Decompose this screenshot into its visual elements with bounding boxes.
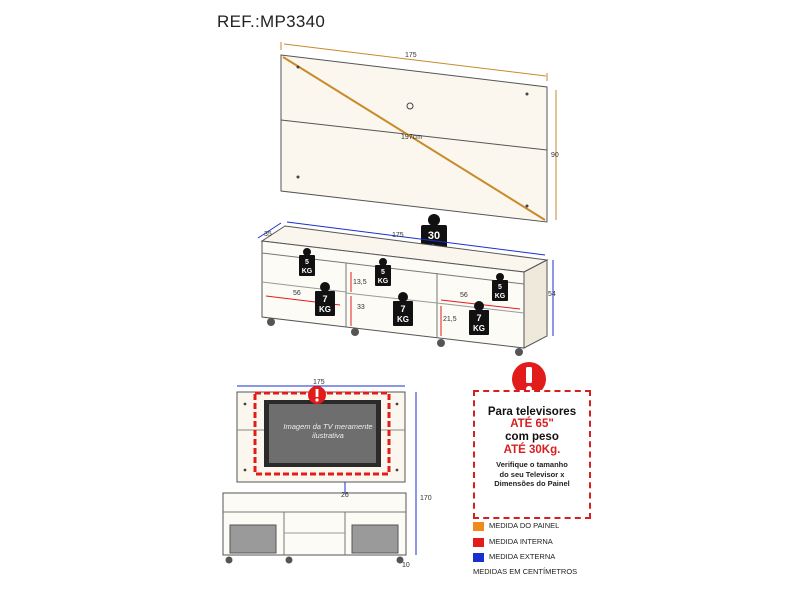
inner-middle-bottom-height: 33	[357, 304, 365, 311]
inner-right-width: 56	[460, 292, 468, 299]
shelf-load-badge: 5 KG	[375, 258, 391, 286]
legend-label: MEDIDA EXTERNA	[489, 552, 556, 561]
drawer-load-unit: KG	[319, 305, 331, 314]
legend-item-panel: MEDIDA DO PAINEL	[473, 521, 559, 531]
panel-height-label: 90	[551, 152, 559, 159]
tv-warning-box: Para televisores ATÉ 65" com peso ATÉ 30…	[473, 390, 591, 519]
drawer-load-badge: 7 KG	[469, 301, 489, 335]
shelf-load-badge: 5 KG	[299, 248, 315, 276]
rack-depth-label: 35	[264, 231, 272, 238]
rack-height-label: 54	[548, 291, 556, 298]
warning-note: Verifique o tamanho do seu Televisor x D…	[494, 460, 570, 488]
legend-swatch	[473, 552, 484, 562]
legend-swatch	[473, 521, 484, 531]
drawer-load-unit: KG	[397, 315, 409, 324]
warning-icon	[308, 386, 326, 404]
shelf-load-value: 5	[305, 259, 309, 266]
assembly-height-label: 170	[420, 495, 432, 502]
rack-width-label: 175	[392, 232, 404, 239]
inner-right-height: 21,5	[443, 316, 457, 323]
inner-middle-top-height: 13,5	[353, 279, 367, 286]
rack-drawing: 175 35 54 56 56 13,5 33 21,5	[257, 221, 556, 356]
legend-swatch	[473, 537, 484, 547]
legend-item-external: MEDIDA EXTERNA	[473, 552, 555, 562]
assembly-drawing: 175 26 170 10	[222, 379, 432, 569]
panel-width-label: 175	[405, 52, 417, 59]
shelf-load-unit: KG	[378, 278, 389, 285]
reference-code: REF.:MP3340	[217, 12, 326, 31]
top-load-value: 30	[428, 230, 440, 242]
warning-line-2: ATÉ 65"	[510, 418, 554, 430]
legend-label: MEDIDA DO PAINEL	[489, 521, 560, 530]
shelf-load-value: 5	[381, 269, 385, 276]
panel-diagonal-label: 197cm	[401, 134, 422, 141]
legend-units: MEDIDAS EM CENTÍMETROS	[473, 567, 578, 576]
drawer-load-value: 7	[400, 304, 405, 314]
warning-line-3: com peso	[505, 431, 559, 443]
shelf-load-value: 5	[498, 284, 502, 291]
drawer-load-value: 7	[322, 294, 327, 304]
drawer-load-badge: 7 KG	[315, 282, 335, 316]
drawer-load-value: 7	[476, 313, 481, 323]
drawer-load-unit: KG	[473, 324, 485, 333]
legend-label: MEDIDA INTERNA	[489, 537, 553, 546]
assembly-gap-label: 26	[341, 492, 349, 499]
shelf-load-unit: KG	[302, 268, 313, 275]
shelf-load-unit: KG	[495, 293, 506, 300]
assembly-width-label: 175	[313, 379, 325, 386]
panel-drawing: 175 90 197cm	[280, 42, 559, 223]
drawer-load-badge: 7 KG	[393, 292, 413, 326]
tv-caption: Imagem da TV meramente ilustrativa	[283, 422, 373, 440]
warning-line-1: Para televisores	[487, 406, 577, 418]
shelf-load-badge: 5 KG	[492, 273, 508, 301]
legend-item-internal: MEDIDA INTERNA	[473, 537, 553, 547]
inner-left-width: 56	[293, 290, 301, 297]
warning-icon	[512, 362, 546, 396]
warning-line-4: ATÉ 30Kg.	[503, 444, 561, 456]
assembly-foot-label: 10	[402, 562, 410, 569]
